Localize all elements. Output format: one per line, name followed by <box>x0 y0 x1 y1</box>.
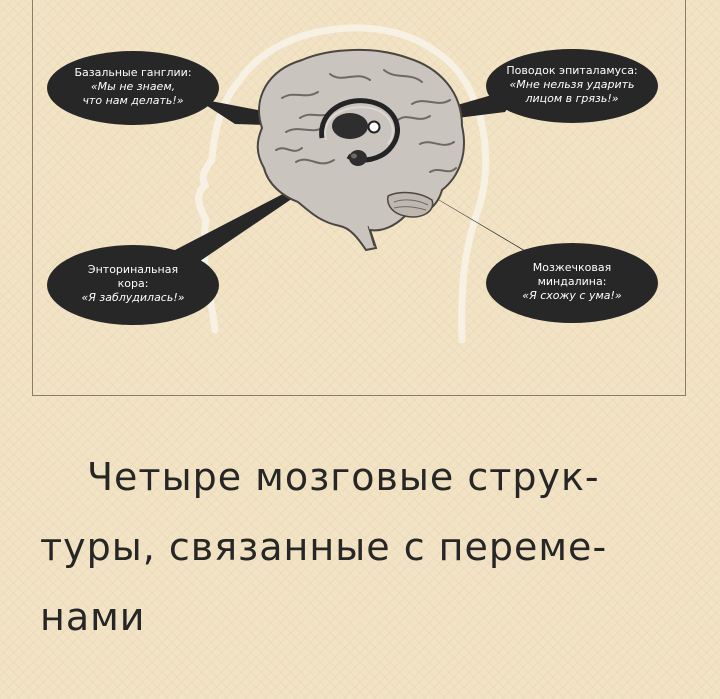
callout-heading-line2: миндалина: <box>537 275 607 288</box>
bubble-basal-ganglia <box>47 51 219 125</box>
callout-basal-ganglia: Базальные ганглии: «Мы не знаем, что нам… <box>59 66 207 108</box>
callout-heading: Поводок эпиталамуса: <box>506 64 638 77</box>
bubble-habenula <box>486 49 658 123</box>
caption-line-3: нами <box>40 595 146 639</box>
callout-heading-line1: Энторинальная <box>87 263 179 276</box>
callout-heading-line2: кора: <box>117 277 149 290</box>
bubble-entorhinal-cortex <box>47 245 219 325</box>
figure-caption: Четыре мозговые струк- туры, связанные с… <box>40 442 700 652</box>
callout-quote-line1: «Мне нельзя ударить <box>509 78 635 91</box>
callout-quote-line2: лицом в грязь!» <box>525 92 619 105</box>
caption-line-2: туры, связанные с переме- <box>40 525 608 569</box>
callout-amygdala: Мозжечковая миндалина: «Я схожу с ума!» <box>498 261 646 303</box>
brain-illustration <box>256 48 465 252</box>
brain-diagram <box>47 24 658 344</box>
callout-habenula: Поводок эпиталамуса: «Мне нельзя ударить… <box>498 64 646 106</box>
head-silhouette <box>195 24 490 344</box>
callout-heading-line1: Мозжечковая <box>532 261 612 274</box>
callout-quote: «Я заблудилась!» <box>81 291 185 304</box>
callout-heading: Базальные ганглии: <box>74 66 192 79</box>
bubble-amygdala <box>486 243 658 323</box>
callout-quote-line1: «Мы не знаем, <box>90 80 176 93</box>
callout-quote-line2: что нам делать!» <box>82 94 184 107</box>
callout-quote: «Я схожу с ума!» <box>522 289 622 302</box>
callout-entorhinal-cortex: Энторинальная кора: «Я заблудилась!» <box>59 263 207 305</box>
caption-line-1: Четыре мозговые струк- <box>87 455 600 499</box>
figure-frame <box>32 0 686 396</box>
